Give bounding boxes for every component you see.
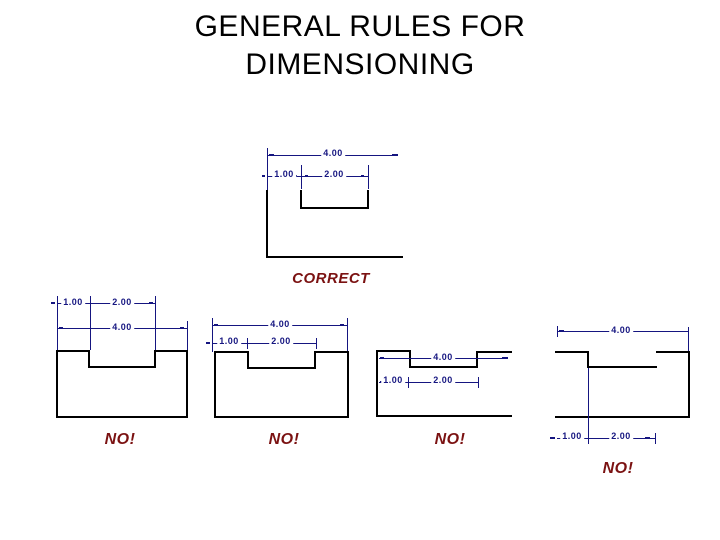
- extension-line: [408, 377, 409, 388]
- part-outline: [409, 366, 478, 368]
- dimension-tick: [550, 437, 555, 439]
- extension-line: [588, 368, 589, 444]
- dimension-text: 2.00: [322, 169, 346, 179]
- dimension-text: 2.00: [609, 431, 633, 441]
- dimension-tick: [645, 437, 650, 439]
- part-outline: [314, 351, 316, 369]
- extension-line: [155, 296, 156, 350]
- verdict-label: NO!: [268, 431, 300, 448]
- dimension-text: 4.00: [268, 319, 292, 329]
- part-outline: [367, 190, 369, 209]
- dimension-text: 1.00: [61, 297, 85, 307]
- dimension-text: 4.00: [431, 352, 455, 362]
- dimension-text: 1.00: [560, 431, 584, 441]
- part-outline: [56, 350, 58, 418]
- part-outline: [88, 366, 156, 368]
- part-outline: [300, 190, 302, 209]
- part-outline: [214, 416, 349, 418]
- extension-line: [316, 338, 317, 349]
- extension-line: [301, 165, 302, 189]
- part-outline: [214, 351, 249, 353]
- part-outline: [376, 350, 411, 352]
- dimension-text: 1.00: [272, 169, 296, 179]
- part-outline: [476, 351, 512, 353]
- dimension-text: 2.00: [269, 336, 293, 346]
- part-outline: [154, 350, 188, 352]
- part-outline: [409, 350, 411, 368]
- verdict-label: NO!: [434, 431, 466, 448]
- part-outline: [314, 351, 349, 353]
- verdict-label: CORRECT: [292, 270, 370, 287]
- part-outline: [476, 351, 478, 368]
- dimension-tick: [559, 330, 564, 332]
- dimension-tick: [502, 357, 508, 359]
- extension-line: [347, 318, 348, 352]
- extension-line: [187, 321, 188, 350]
- dimension-tick: [392, 154, 398, 156]
- part-outline: [247, 367, 316, 369]
- part-outline: [88, 350, 90, 368]
- dimension-tick: [340, 324, 344, 326]
- part-outline: [587, 366, 657, 368]
- extension-line: [655, 433, 656, 444]
- dimension-tick: [180, 327, 184, 329]
- dimension-tick: [262, 175, 265, 177]
- dimension-tick: [59, 327, 63, 329]
- part-outline: [56, 350, 90, 352]
- dimension-tick: [214, 324, 218, 326]
- dimension-tick: [305, 175, 308, 177]
- slide-title-line2: DIMENSIONING: [245, 48, 475, 81]
- extension-line: [247, 338, 248, 349]
- part-outline: [56, 416, 188, 418]
- part-outline: [347, 351, 349, 418]
- dimension-tick: [206, 342, 210, 344]
- extension-line: [57, 296, 58, 350]
- part-outline: [376, 350, 378, 417]
- slide-title: GENERAL RULES FOR DIMENSIONING: [100, 8, 620, 84]
- dimension-text: 1.00: [381, 375, 405, 385]
- dimension-text: 2.00: [110, 297, 134, 307]
- extension-line: [368, 165, 369, 189]
- dimension-text: 4.00: [110, 322, 134, 332]
- dimension-tick: [51, 302, 55, 304]
- part-outline: [656, 351, 690, 353]
- part-outline: [587, 351, 589, 368]
- part-outline: [376, 415, 512, 417]
- extension-line: [688, 327, 689, 351]
- verdict-label: NO!: [104, 431, 136, 448]
- dimension-tick: [269, 154, 274, 156]
- dimension-text: 4.00: [321, 148, 345, 158]
- part-outline: [214, 351, 216, 418]
- extension-line: [557, 326, 558, 337]
- slide-title-line1: GENERAL RULES FOR: [194, 10, 526, 43]
- part-outline: [555, 416, 690, 418]
- extension-line: [90, 296, 91, 350]
- part-outline: [266, 256, 403, 258]
- extension-line: [267, 148, 268, 190]
- extension-line: [478, 377, 479, 388]
- part-outline: [154, 350, 156, 368]
- dimension-tick: [149, 302, 153, 304]
- part-outline: [266, 190, 268, 258]
- dimension-text: 2.00: [431, 375, 455, 385]
- extension-line: [212, 318, 213, 352]
- dimension-text: 1.00: [217, 336, 241, 346]
- part-outline: [247, 351, 249, 369]
- part-outline: [300, 207, 369, 209]
- verdict-label: NO!: [602, 460, 634, 477]
- part-outline: [186, 350, 188, 418]
- dimension-tick: [361, 175, 364, 177]
- dimension-tick: [380, 357, 384, 359]
- part-outline: [688, 351, 690, 418]
- part-outline: [555, 351, 589, 353]
- dimension-text: 4.00: [609, 325, 633, 335]
